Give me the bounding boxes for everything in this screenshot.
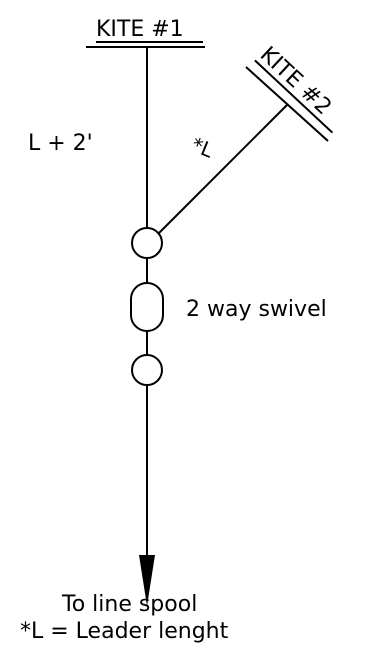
kite1-label: KITE #1 (96, 17, 184, 42)
swivel (130, 282, 164, 332)
kite2-line-label: *L (188, 132, 217, 162)
lower-ring (131, 354, 163, 386)
destination-label: To line spool (61, 592, 197, 617)
swivel-label: 2 way swivel (186, 297, 327, 322)
kite2-label: KITE #2 (255, 42, 336, 120)
kite2-label-underline (254, 59, 334, 134)
arrow-down-icon (139, 555, 155, 606)
footnote: *L = Leader lenght (20, 619, 229, 644)
kite2-line (158, 103, 289, 234)
upper-ring (131, 227, 163, 259)
kite1-line-label: L + 2' (28, 131, 93, 156)
